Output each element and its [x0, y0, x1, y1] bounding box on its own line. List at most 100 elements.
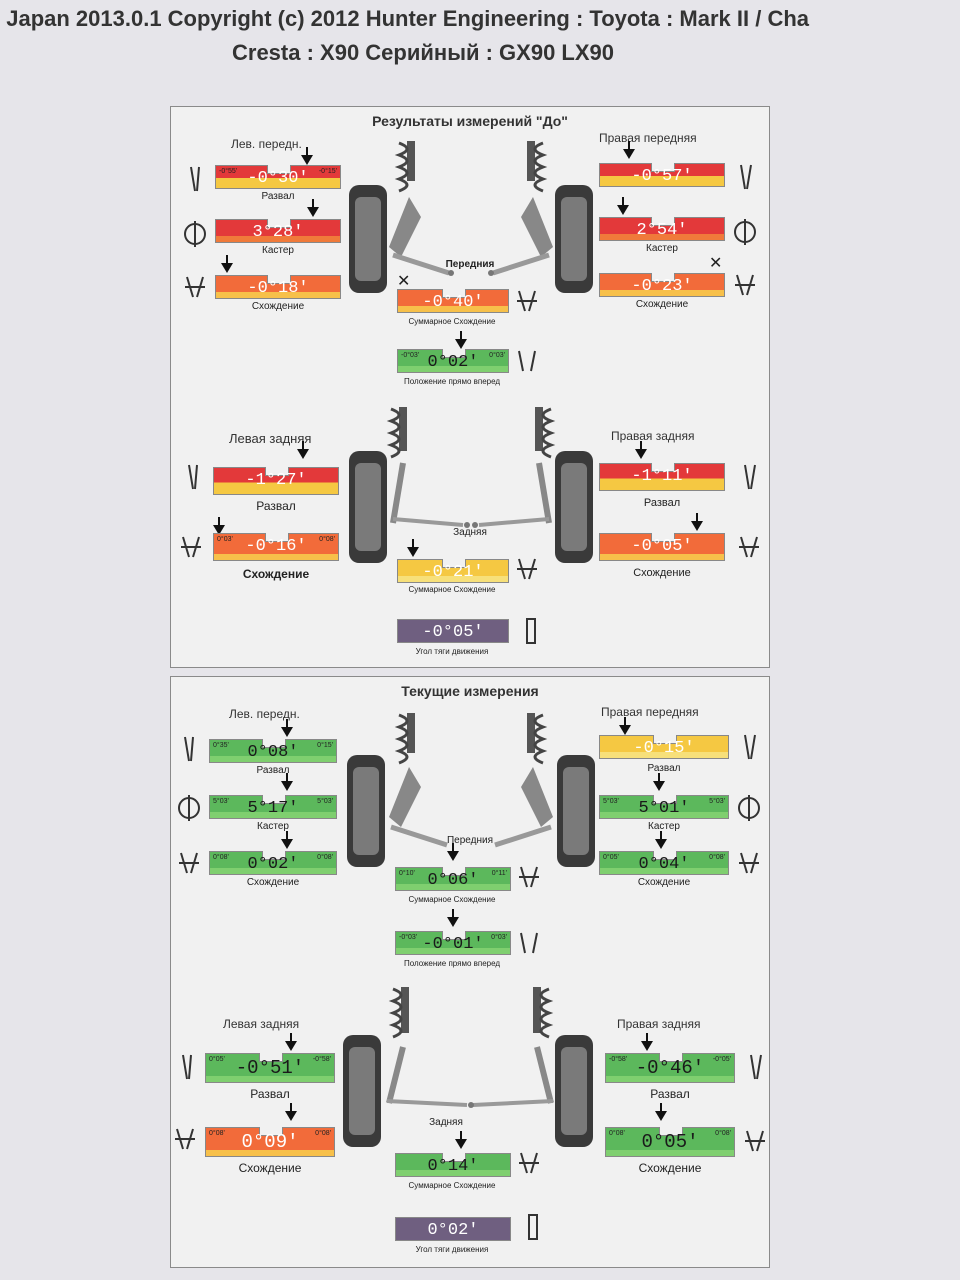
before-measurements-panel: Результаты измерений "До" Передния Лев. … — [170, 106, 770, 668]
camber-icon — [188, 464, 198, 490]
camber-icon — [190, 166, 200, 192]
lf-camber-label: Развал — [256, 765, 290, 776]
target-arrow-icon — [617, 197, 629, 215]
rf-caster-label: Кастер — [646, 243, 678, 254]
steering-icon — [520, 932, 538, 954]
rf-toe-label: Схождение — [635, 299, 689, 310]
front-suspension-icon — [349, 141, 593, 293]
target-arrow-icon — [221, 255, 233, 273]
total-toe-label: Суммарное Схождение — [408, 317, 496, 326]
rf-toe-gauge: -0°23' — [599, 273, 725, 297]
target-arrow-icon — [455, 331, 467, 349]
rf-caster-gauge: 5°01'5°03'5°03' — [599, 795, 729, 819]
thrust-angle-label: Угол тяги движения — [415, 647, 489, 656]
toe-icon — [519, 1152, 539, 1174]
header-line-1: j Japan 2013.0.1 Copyright (c) 2012 Hunt… — [0, 6, 810, 31]
lr-camber-gauge: -1°27' — [213, 467, 339, 495]
rr-toe-gauge: 0°05'0°08'0°08' — [605, 1127, 735, 1157]
right-rear-title: Правая задняя — [617, 1017, 701, 1031]
rf-toe-label: Схождение — [637, 877, 691, 888]
target-arrow-icon — [285, 1103, 297, 1121]
lf-caster-label: Кастер — [262, 245, 294, 256]
total-toe-label: Суммарное Схождение — [408, 895, 496, 904]
lf-camber-gauge: 0°08'0°35'0°15' — [209, 739, 337, 763]
target-arrow-icon — [285, 1033, 297, 1051]
rr-toe-gauge: -0°05' — [599, 533, 725, 561]
toe-icon — [519, 866, 539, 888]
rr-camber-label: Развал — [650, 1087, 690, 1101]
front-label: Передния — [446, 835, 493, 846]
target-arrow-icon — [281, 719, 293, 737]
target-arrow-icon — [297, 441, 309, 459]
rf-camber-label: Развал — [647, 763, 681, 774]
thrust-angle-label: Угол тяги движения — [415, 1245, 489, 1254]
straight-ahead-label: Положение прямо вперед — [403, 959, 501, 968]
rr-camber-gauge: -1°11' — [599, 463, 725, 491]
left-front-title: Лев. передн. — [231, 137, 302, 151]
camber-icon — [750, 1054, 762, 1080]
lf-camber-label: Развал — [261, 191, 295, 202]
toe-icon — [517, 290, 537, 312]
rf-caster-gauge: 2°54' — [599, 217, 725, 241]
target-arrow-icon — [301, 147, 313, 165]
rf-camber-gauge: -0°15' — [599, 735, 729, 759]
total-toe-gauge: -0°40' — [397, 289, 509, 313]
camber-icon — [744, 464, 756, 490]
target-arrow-icon — [623, 141, 635, 159]
panel-title: Результаты измерений "До" — [372, 113, 568, 129]
straight-ahead-gauge: 0°02'-0°03'0°03' — [397, 349, 509, 373]
lr-toe-label: Схождение — [238, 1161, 302, 1175]
target-arrow-icon — [619, 717, 631, 735]
front-label: Передния — [445, 259, 495, 270]
x-mark-icon: ✕ — [397, 273, 411, 290]
lr-toe-gauge: 0°09'0°08'0°08' — [205, 1127, 335, 1157]
straight-ahead-gauge: -0°01'-0°03'0°03' — [395, 931, 511, 955]
target-arrow-icon — [213, 517, 225, 535]
rf-camber-gauge: -0°57' — [599, 163, 725, 187]
right-rear-title: Правая задняя — [611, 429, 695, 443]
caster-icon — [184, 221, 206, 247]
lr-camber-label: Развал — [256, 499, 296, 513]
lr-camber-label: Развал — [250, 1087, 290, 1101]
rear-total-toe-label: Суммарное Схождение — [408, 585, 496, 594]
thrust-angle-gauge: 0°02' — [395, 1217, 511, 1241]
left-front-title: Лев. передн. — [229, 707, 300, 721]
camber-icon — [184, 736, 194, 762]
caster-icon — [738, 795, 760, 821]
left-rear-title: Левая задняя — [223, 1017, 300, 1031]
caster-icon — [734, 219, 756, 245]
camber-icon — [744, 734, 756, 760]
lr-toe-label: Схождение — [242, 567, 310, 581]
caster-icon — [178, 795, 200, 821]
toe-icon — [179, 852, 199, 874]
rr-camber-gauge: -0°46'-0°58'-0°05' — [605, 1053, 735, 1083]
current-measurements-panel: Текущие измерения Передния Лев. передн. … — [170, 676, 770, 1268]
straight-ahead-label: Положение прямо вперед — [403, 377, 501, 386]
lr-toe-gauge: -0°16'0°03'0°08' — [213, 533, 339, 561]
target-arrow-icon — [407, 539, 419, 557]
lf-toe-gauge: -0°18' — [215, 275, 341, 299]
target-arrow-icon — [307, 199, 319, 217]
rr-toe-label: Схождение — [633, 567, 691, 579]
rf-toe-gauge: 0°04'0°05'0°08' — [599, 851, 729, 875]
toe-icon — [185, 276, 205, 298]
header-line-2: Cresta : X90 Серийный : GX90 LX90 — [232, 40, 615, 65]
lf-caster-gauge: 3°28' — [215, 219, 341, 243]
rear-label: Задняя — [453, 527, 487, 538]
total-toe-gauge: 0°06'0°10'0°11' — [395, 867, 511, 891]
lf-caster-gauge: 5°17'5°03'5°03' — [209, 795, 337, 819]
target-arrow-icon — [641, 1033, 653, 1051]
target-arrow-icon — [635, 441, 647, 459]
target-arrow-icon — [447, 843, 459, 861]
rr-toe-label: Схождение — [638, 1161, 702, 1175]
target-arrow-icon — [281, 831, 293, 849]
toe-icon — [735, 274, 755, 296]
rear-label: Задняя — [429, 1117, 463, 1128]
thrust-icon — [528, 1214, 538, 1240]
target-arrow-icon — [691, 513, 703, 531]
rear-suspension-icon — [349, 407, 593, 563]
lf-caster-label: Кастер — [257, 821, 289, 832]
rr-camber-label: Развал — [643, 497, 681, 509]
toe-icon — [739, 852, 759, 874]
target-arrow-icon — [653, 773, 665, 791]
